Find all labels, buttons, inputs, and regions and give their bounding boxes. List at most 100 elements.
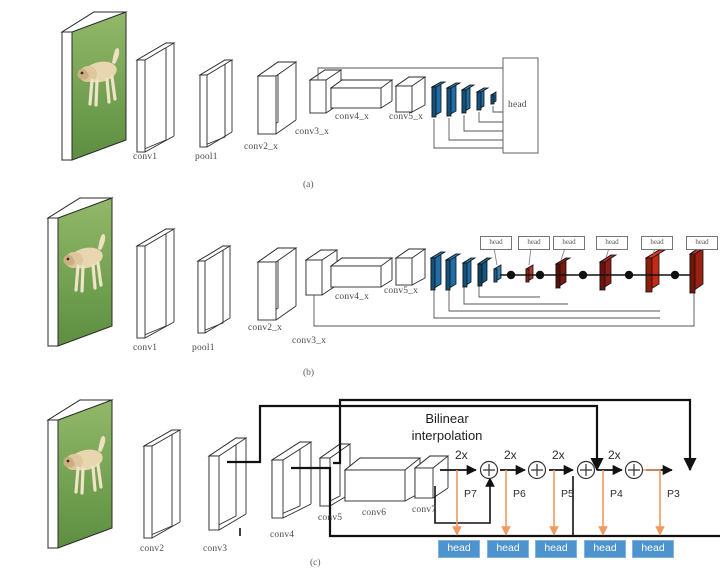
conv5x-block-a: [394, 76, 427, 113]
upsample-label-2: 2x: [504, 448, 517, 462]
head-box-a: [502, 57, 539, 154]
label-pool1-b: pool1: [192, 343, 215, 353]
head-box-c-4[interactable]: head: [584, 540, 626, 558]
pyramid-label-p4: P4: [610, 488, 623, 500]
conv6-block-c: [343, 457, 422, 502]
head-box-c-1[interactable]: head: [438, 540, 480, 558]
bottom-skip-c: [239, 476, 574, 537]
upsample-label-3: 2x: [552, 448, 565, 462]
feature-slab-7-b: [554, 257, 572, 289]
label-conv3x-b: conv3_x: [292, 336, 327, 346]
feature-slab-4-a: [475, 87, 490, 111]
label-conv7-c: conv7: [412, 505, 437, 515]
panel-b: head head head head head head conv1 pool…: [0, 196, 720, 386]
label-conv4x-a: conv4_x: [335, 112, 370, 122]
feature-slab-10-b: [688, 244, 710, 294]
head-box-b-1: head: [480, 236, 512, 250]
head-box-c-3[interactable]: head: [535, 540, 577, 558]
panel-a: conv1 pool1 conv2_x conv3_x conv4_x conv…: [0, 0, 720, 200]
merge-node-p5: [576, 460, 596, 480]
upsample-label-1: 2x: [455, 448, 468, 462]
pyramid-label-p7: P7: [464, 488, 477, 500]
feature-slab-5-b: [493, 264, 502, 283]
conv2-block-c: [142, 429, 182, 539]
p7-feed-c: [434, 477, 495, 524]
pyramid-label-p6: P6: [513, 488, 526, 500]
label-conv2x-b: conv2_x: [248, 323, 283, 333]
feature-slab-8-b: [598, 254, 618, 291]
panel-b-graphics: [46, 197, 710, 347]
label-conv3x-a: conv3_x: [295, 127, 330, 137]
conv1-block-b: [135, 228, 176, 339]
head-box-c-2[interactable]: head: [487, 540, 529, 558]
bilinear-line1: Bilinear: [425, 411, 469, 426]
pool1-block-a: [198, 59, 234, 148]
label-conv2x-a: conv2_x: [244, 142, 279, 152]
feature-slab-2-a: [445, 82, 462, 117]
backbone-lines-b: [313, 276, 695, 327]
conv2x-block-a: [256, 61, 298, 135]
pyramid-label-p3: P3: [667, 488, 680, 500]
head-box-b-4: head: [596, 236, 628, 250]
feature-slab-4-b: [476, 257, 493, 287]
head-label-b-1: head: [489, 238, 503, 246]
pyramid-label-p5: P5: [561, 488, 574, 500]
feature-slab-3-a: [460, 84, 476, 114]
feature-slab-2-b: [444, 253, 462, 291]
head-box-b-5: head: [641, 236, 673, 250]
head-label-c-4: head: [593, 542, 617, 554]
head-label-a: head: [508, 100, 527, 110]
feature-slab-6-b: [525, 264, 534, 283]
conv3-block-c: [207, 437, 248, 531]
head-arrows-c: [452, 469, 665, 536]
conv1-block-a: [135, 42, 176, 153]
head-box-b-3: head: [553, 236, 585, 250]
conv4x-block-b: [329, 257, 394, 288]
conv4x-block-a: [329, 79, 394, 109]
feature-slab-9-b: [644, 249, 667, 293]
head-label-c-5: head: [641, 542, 665, 554]
label-conv3-c: conv3: [203, 544, 228, 554]
head-box-b-6: head: [686, 236, 718, 250]
head-label-c-3: head: [544, 542, 568, 554]
conv5x-block-b: [394, 248, 427, 286]
label-conv4x-b: conv4_x: [335, 292, 370, 302]
skip-connections-a: [317, 67, 503, 149]
dog-photo-c: [57, 399, 113, 549]
label-conv5x-b: conv5_x: [384, 286, 419, 296]
head-stems-b: [493, 247, 701, 266]
label-conv2-c: conv2: [140, 544, 165, 554]
label-conv4-c: conv4: [270, 530, 295, 540]
merge-node-p4: [624, 460, 644, 480]
feature-slab-3-b: [461, 257, 477, 288]
caption-c: (c): [310, 558, 321, 568]
head-label-c-1: head: [447, 542, 471, 554]
merge-node-p7: [479, 460, 499, 480]
head-box-b-2: head: [518, 236, 550, 250]
head-label-b-4: head: [605, 238, 619, 246]
input-image-slab-c: [46, 399, 114, 549]
dog-photo-a: [71, 11, 127, 161]
panel-c-graphics: [46, 398, 720, 549]
head-label-b-6: head: [695, 238, 709, 246]
input-image-slab-a: [60, 11, 128, 161]
conv4-block-c: [270, 441, 313, 519]
panel-a-graphics: [60, 11, 539, 161]
input-image-slab-b: [46, 197, 114, 347]
label-conv5-c: conv5: [318, 513, 343, 523]
merge-node-p6: [527, 460, 547, 480]
label-conv1-b: conv1: [133, 343, 158, 353]
dog-photo-b: [57, 197, 113, 347]
bilinear-line2: interpolation: [411, 428, 483, 443]
conv3x-block-b: [304, 249, 339, 296]
label-conv5x-a: conv5_x: [389, 112, 424, 122]
label-pool1-a: pool1: [195, 152, 218, 162]
head-label-c-2: head: [496, 542, 520, 554]
conv2x-block-b: [256, 247, 298, 321]
caption-a: (a): [303, 180, 314, 190]
head-label-b-3: head: [562, 238, 576, 246]
head-label-b-5: head: [650, 238, 664, 246]
head-box-c-5[interactable]: head: [632, 540, 674, 558]
feature-slab-5-a: [490, 91, 497, 105]
label-conv1-a: conv1: [133, 152, 158, 162]
